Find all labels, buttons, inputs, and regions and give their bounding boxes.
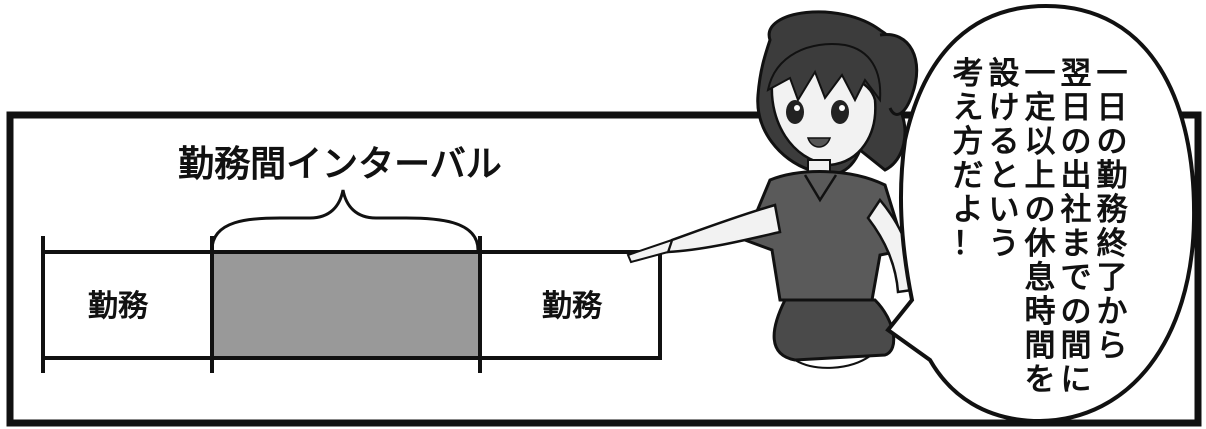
work-label-right: 勤務 bbox=[542, 289, 603, 324]
speech-char: ！ bbox=[953, 226, 984, 262]
speech-char: 日 bbox=[1061, 90, 1092, 126]
speech-char: を bbox=[1025, 362, 1056, 398]
speech-column-2: 翌 日 の 出 社 ま で の 間 に bbox=[1061, 56, 1092, 398]
speech-char: の bbox=[1061, 294, 1092, 330]
speech-char: と bbox=[989, 158, 1020, 194]
speech-char: 方 bbox=[953, 124, 984, 160]
speech-char: に bbox=[1061, 362, 1092, 398]
speech-char: だ bbox=[953, 158, 984, 194]
speech-column-4: 設 け る と い う bbox=[989, 56, 1020, 262]
diagram-title: 勤務間インターバル bbox=[178, 144, 502, 185]
speech-char: の bbox=[1097, 124, 1128, 160]
speech-char: 勤 bbox=[1097, 158, 1128, 194]
speech-char: 翌 bbox=[1061, 56, 1092, 92]
speech-char: 間 bbox=[1025, 328, 1056, 364]
speech-char: 以 bbox=[1025, 124, 1056, 160]
speech-char: 間 bbox=[1061, 328, 1092, 364]
speech-char: よ bbox=[953, 192, 984, 228]
speech-char: 考 bbox=[953, 56, 984, 92]
speech-char: の bbox=[1061, 124, 1092, 160]
speech-char: 設 bbox=[989, 56, 1020, 92]
pointing-girl-illustration bbox=[626, 10, 919, 369]
speech-char: け bbox=[989, 90, 1020, 126]
speech-column-3: 一 定 以 上 の 休 息 時 間 を bbox=[1024, 56, 1057, 398]
speech-char: る bbox=[989, 124, 1020, 160]
speech-char: 息 bbox=[1025, 260, 1056, 296]
speech-char: か bbox=[1097, 294, 1128, 330]
speech-char: 一 bbox=[1025, 56, 1056, 92]
work-block-left bbox=[41, 250, 214, 360]
speech-char: の bbox=[1025, 192, 1056, 228]
speech-bubble: 一 日 の 勤 務 終 了 か ら 翌 日 の 出 社 ま で の 間 に 一 … bbox=[885, 3, 1197, 424]
timeline-ticks bbox=[41, 236, 662, 373]
speech-char: 上 bbox=[1025, 158, 1056, 194]
speech-char: い bbox=[989, 192, 1020, 228]
work-interval-diagram: 勤務間インターバル 勤務 勤務 bbox=[41, 144, 662, 373]
speech-char: 時 bbox=[1025, 294, 1056, 330]
speech-char: 務 bbox=[1097, 192, 1129, 228]
speech-char: 休 bbox=[1024, 226, 1057, 262]
speech-column-5: 考 え 方 だ よ ！ bbox=[953, 56, 984, 262]
speech-column-1: 一 日 の 勤 務 終 了 か ら bbox=[1097, 56, 1129, 364]
interval-brace bbox=[210, 189, 480, 251]
interval-block bbox=[210, 250, 482, 360]
speech-char: で bbox=[1061, 260, 1092, 296]
speech-char: え bbox=[953, 90, 984, 126]
speech-bubble-outline bbox=[885, 3, 1197, 424]
speech-char: 終 bbox=[1097, 226, 1128, 262]
speech-char: ら bbox=[1097, 328, 1128, 364]
speech-char: ま bbox=[1061, 226, 1092, 262]
speech-char: う bbox=[989, 226, 1020, 262]
speech-char: 日 bbox=[1097, 90, 1128, 126]
speech-char: 社 bbox=[1061, 192, 1092, 228]
speech-char: 了 bbox=[1097, 260, 1128, 296]
speech-char: 定 bbox=[1025, 90, 1056, 126]
speech-char: 出 bbox=[1061, 158, 1092, 194]
work-label-left: 勤務 bbox=[88, 289, 149, 324]
speech-char: 一 bbox=[1097, 56, 1128, 92]
